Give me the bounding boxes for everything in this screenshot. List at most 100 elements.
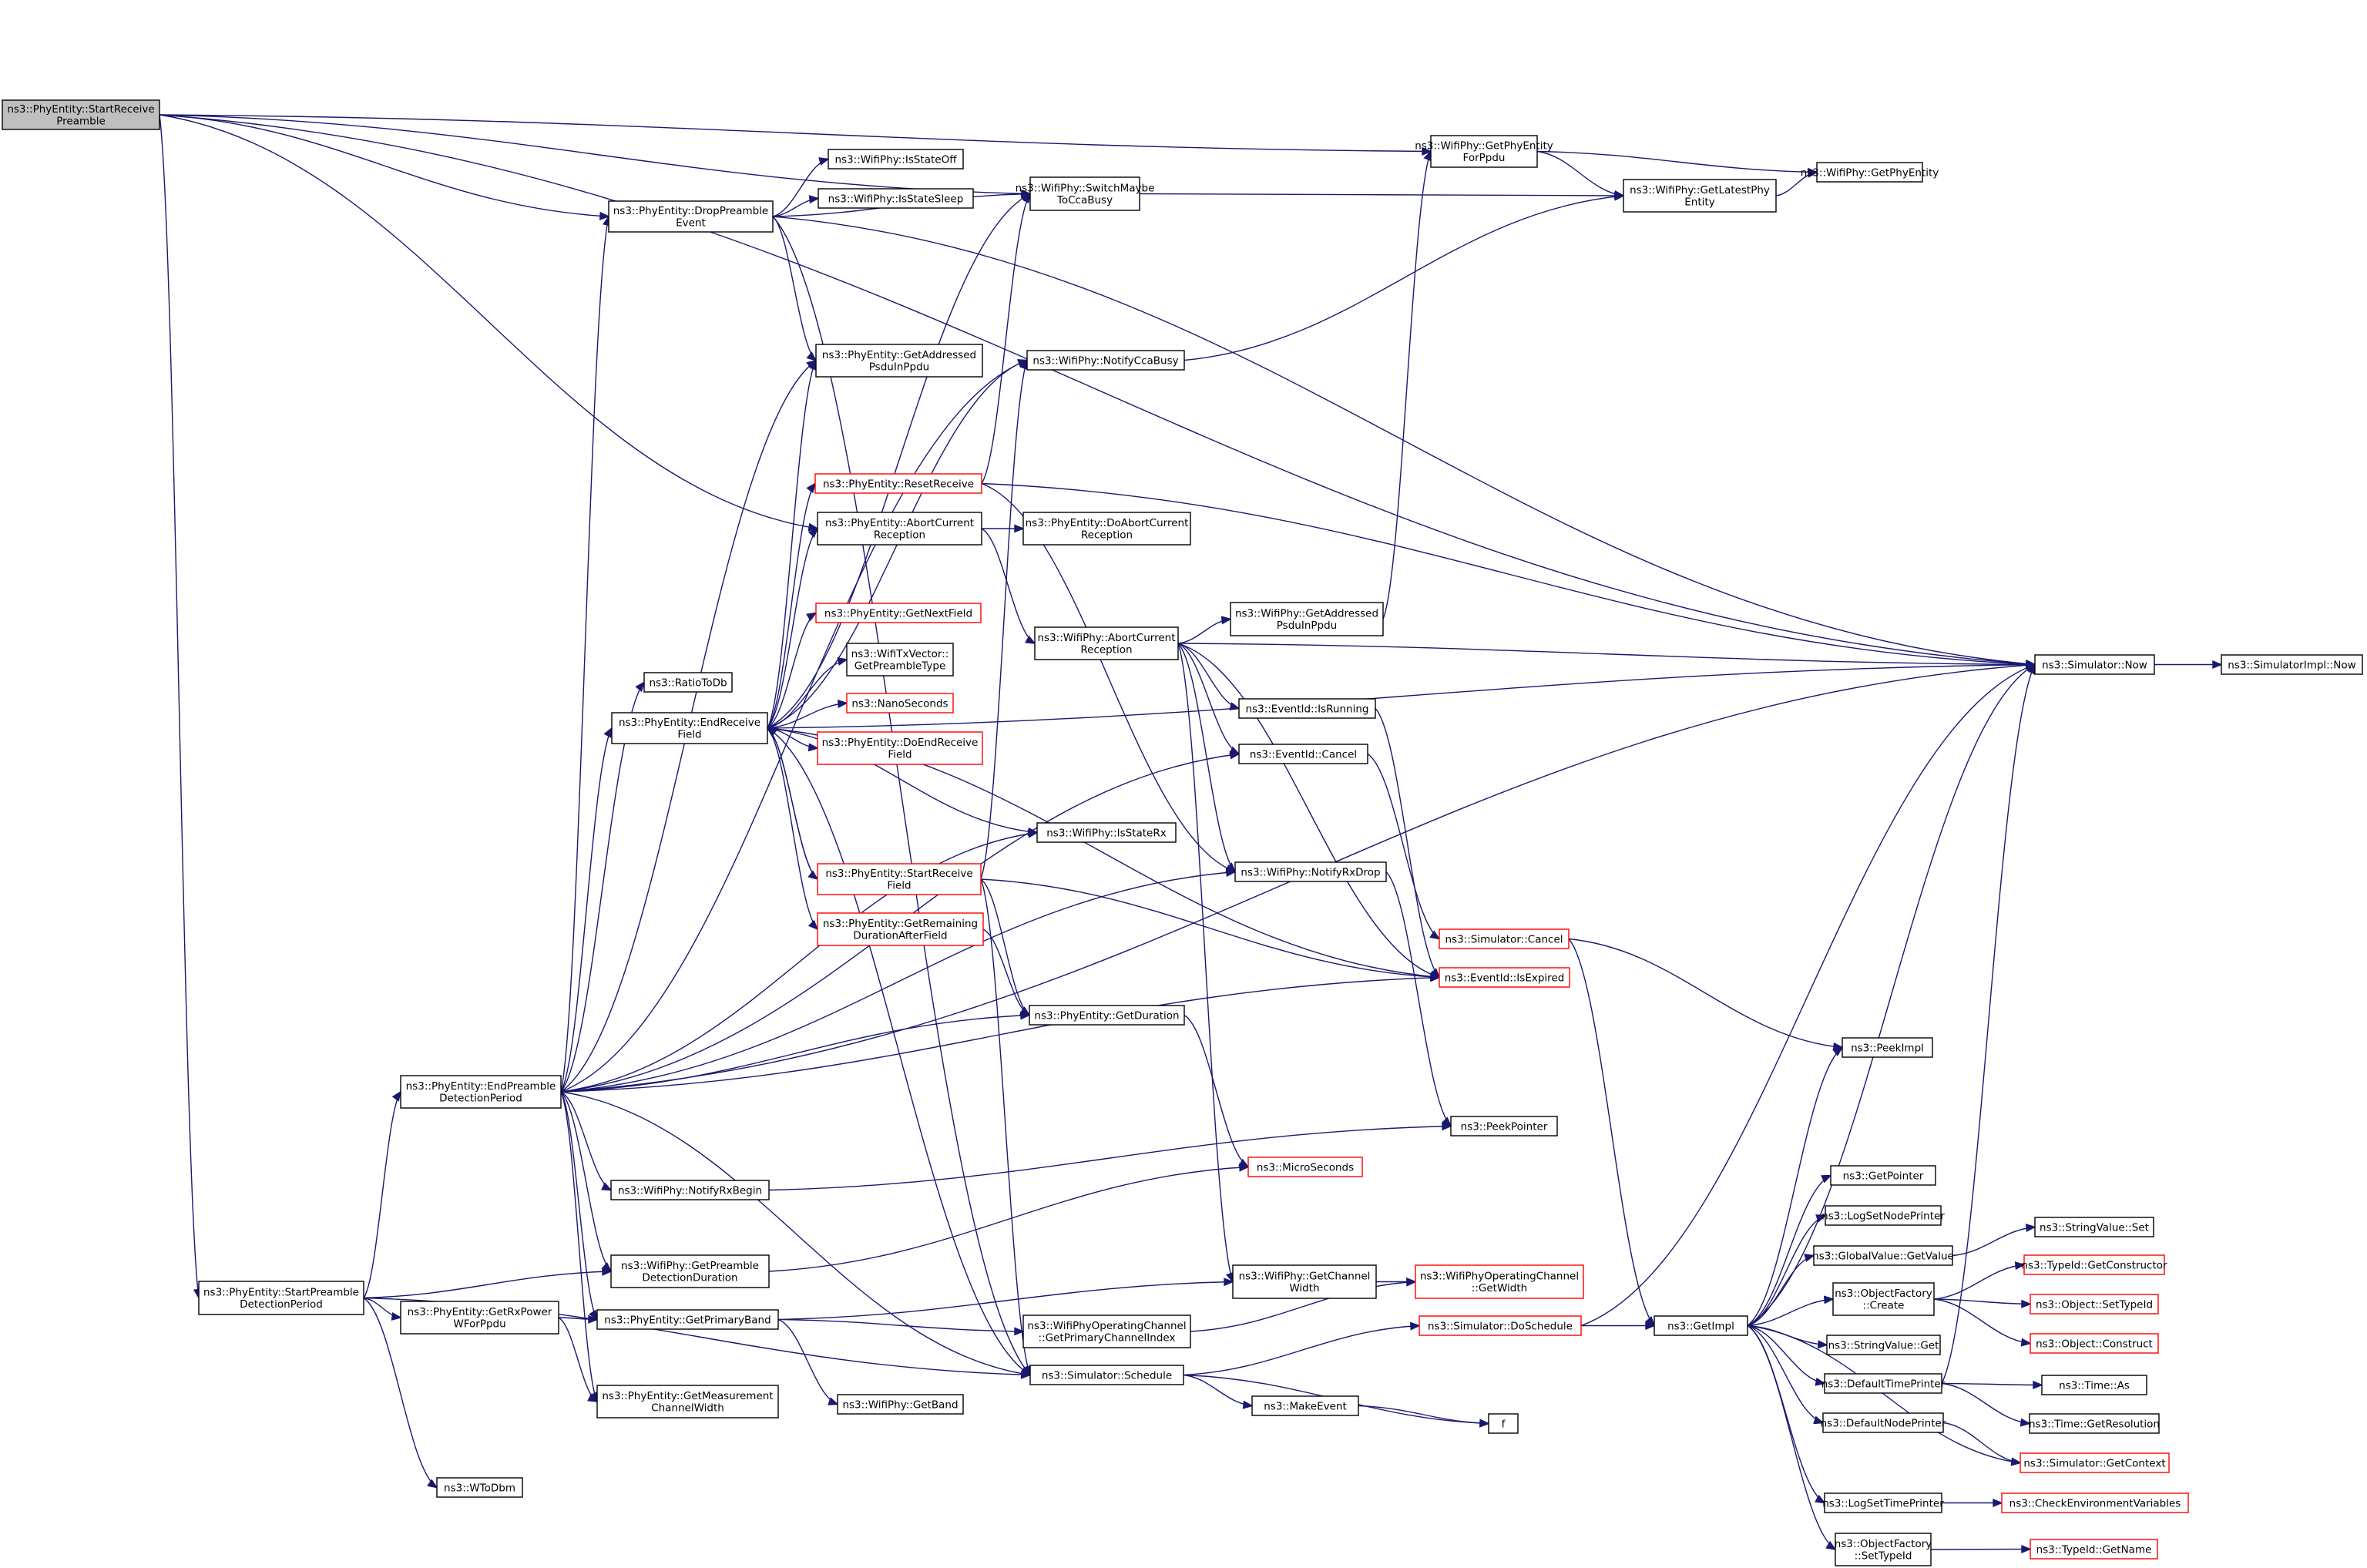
- node-peekpointer[interactable]: ns3::PeekPointer: [1450, 1116, 1558, 1137]
- node-checkenvironmentvariables[interactable]: ns3::CheckEnvironmentVariables: [2001, 1492, 2189, 1513]
- node-box: [1238, 698, 1376, 719]
- node-label: ns3::PeekPointer: [1461, 1120, 1548, 1133]
- node-eventid-isexpired[interactable]: ns3::EventId::IsExpired: [1439, 967, 1570, 988]
- node-getpointer[interactable]: ns3::GetPointer: [1830, 1165, 1936, 1186]
- node-box: [1623, 179, 1777, 213]
- node-wp-notifyccabusy[interactable]: ns3::WifiPhy::NotifyCcaBusy: [1026, 350, 1185, 371]
- node-object-construct[interactable]: ns3::Object::Construct: [2030, 1333, 2159, 1354]
- arrowhead-object_settypeid: [2021, 1299, 2032, 1308]
- node-pe-resetreceive[interactable]: ns3::PhyEntity::ResetReceive: [814, 473, 982, 494]
- node-label: ns3::ObjectFactory: [1835, 1288, 1932, 1300]
- node-wtodbm[interactable]: ns3::WToDbm: [436, 1477, 523, 1498]
- nodes-layer: ns3::PhyEntity::StartReceivePreamblens3:…: [2, 99, 2363, 1566]
- node-wp-isstaterx[interactable]: ns3::WifiPhy::IsStateRx: [1036, 822, 1177, 843]
- node-stringvalue-get[interactable]: ns3::StringValue::Get: [1826, 1335, 1941, 1355]
- node-logsettimeprinter[interactable]: ns3::LogSetTimePrinter: [1822, 1492, 1944, 1513]
- node-globalvalue-getvalue[interactable]: ns3::GlobalValue::GetValue: [1812, 1245, 1954, 1266]
- arrowhead-nanoseconds: [837, 699, 848, 708]
- edge-pe_endpreambledetectionperiod-to-pe_endreceivefield: [560, 727, 613, 1093]
- node-pe-getnextfield[interactable]: ns3::PhyEntity::GetNextField: [815, 603, 982, 623]
- node-time-as[interactable]: ns3::Time::As: [2041, 1375, 2147, 1395]
- node-getimpl[interactable]: ns3::GetImpl: [1654, 1315, 1748, 1336]
- arrowhead-txv_getpreambletype: [837, 657, 848, 666]
- node-label: ns3::PhyEntity::GetDuration: [1034, 1009, 1179, 1022]
- node-pe-endpreambledetectionperiod[interactable]: ns3::PhyEntity::EndPreambleDetectionPeri…: [400, 1075, 562, 1109]
- node-label: Event: [676, 217, 706, 230]
- node-box: [1654, 1315, 1748, 1336]
- node-sim-cancel[interactable]: ns3::Simulator::Cancel: [1439, 928, 1570, 949]
- arrowhead-pe_getduration: [1020, 1011, 1031, 1020]
- node-wpoc-getwidth[interactable]: ns3::WifiPhyOperatingChannel::GetWidth: [1415, 1264, 1584, 1299]
- node-box: [1450, 1116, 1558, 1137]
- node-label: ns3::StringValue::Get: [1828, 1339, 1939, 1351]
- node-pe-getremainingdurationafterfield[interactable]: ns3::PhyEntity::GetRemainingDurationAfte…: [817, 912, 984, 946]
- node-wp-getband[interactable]: ns3::WifiPhy::GetBand: [837, 1394, 964, 1415]
- node-time-getresolution[interactable]: ns3::Time::GetResolution: [2029, 1413, 2160, 1434]
- node-pe-getprimaryband[interactable]: ns3::PhyEntity::GetPrimaryBand: [596, 1309, 779, 1330]
- node-wp-notifyrxdrop[interactable]: ns3::WifiPhy::NotifyRxDrop: [1234, 861, 1387, 882]
- node-label: ns3::Object::Construct: [2036, 1338, 2153, 1350]
- arrowhead-wp_notifyrxbegin: [601, 1182, 613, 1191]
- node-logsetnodeprinter[interactable]: ns3::LogSetNodePrinter: [1821, 1205, 1945, 1226]
- node-sim-doschedule[interactable]: ns3::Simulator::DoSchedule: [1419, 1315, 1582, 1336]
- node-stringvalue-set[interactable]: ns3::StringValue::Set: [2034, 1217, 2154, 1237]
- node-pe-startpreambledetectionperiod[interactable]: ns3::PhyEntity::StartPreambleDetectionPe…: [198, 1281, 364, 1315]
- node-box: [2, 99, 160, 130]
- node-label: GetPreambleType: [854, 660, 946, 673]
- node-box: [1813, 1245, 1953, 1266]
- arrowhead-sim_cancel: [1429, 930, 1441, 940]
- node-defaulttimeprinter[interactable]: ns3::DefaultTimePrinter: [1821, 1373, 1946, 1394]
- node-microseconds[interactable]: ns3::MicroSeconds: [1247, 1157, 1363, 1177]
- node-pe-getmeasurementchannelwidth[interactable]: ns3::PhyEntity::GetMeasurementChannelWid…: [596, 1385, 779, 1419]
- edge-defaulttimeprinter-to-sim_now: [1941, 664, 2036, 1384]
- node-typeid-getconstructor[interactable]: ns3::TypeId::GetConstructor: [2021, 1254, 2167, 1275]
- node-peekimpl[interactable]: ns3::PeekImpl: [1842, 1037, 1933, 1058]
- edge-objectfactory_create-to-object_settypeid: [1933, 1298, 2031, 1305]
- node-sim-now[interactable]: ns3::Simulator::Now: [2034, 654, 2155, 675]
- node-nanoseconds[interactable]: ns3::NanoSeconds: [846, 693, 954, 713]
- node-box: [817, 731, 983, 765]
- node-eventid-isrunning[interactable]: ns3::EventId::IsRunning: [1238, 698, 1376, 719]
- node-wp-getpreambledetectionduration[interactable]: ns3::WifiPhy::GetPreambleDetectionDurati…: [610, 1254, 770, 1288]
- node-pe-getduration[interactable]: ns3::PhyEntity::GetDuration: [1029, 1005, 1185, 1026]
- node-wp-getphyentity[interactable]: ns3::WifiPhy::GetPhyEntity: [1801, 162, 1939, 183]
- edge-pe_getduration-to-microseconds: [1184, 1014, 1249, 1168]
- node-wp-isstateoff[interactable]: ns3::WifiPhy::IsStateOff: [828, 149, 964, 170]
- node-simimpl-now[interactable]: ns3::SimulatorImpl::Now: [2221, 654, 2363, 675]
- arrowhead-pe_doabortcurrentreception: [1014, 524, 1025, 533]
- node-f[interactable]: f: [1488, 1413, 1519, 1434]
- node-wp-notifyrxbegin[interactable]: ns3::WifiPhy::NotifyRxBegin: [610, 1180, 770, 1200]
- node-defaultnodeprinter[interactable]: ns3::DefaultNodePrinter: [1821, 1412, 1946, 1433]
- node-makeevent[interactable]: ns3::MakeEvent: [1251, 1395, 1359, 1416]
- node-objectfactory-settypeid[interactable]: ns3::ObjectFactory::SetTypeId: [1835, 1533, 1932, 1566]
- node-box: [1822, 1412, 1944, 1433]
- node-objectfactory-create[interactable]: ns3::ObjectFactory::Create: [1832, 1282, 1935, 1316]
- node-ratiotodb[interactable]: ns3::RatioToDb: [643, 672, 733, 693]
- node-sim-schedule[interactable]: ns3::Simulator::Schedule: [1029, 1365, 1184, 1385]
- node-wp-isstatesleep[interactable]: ns3::WifiPhy::IsStateSleep: [818, 188, 974, 209]
- node-label: ns3::WifiPhy::IsStateOff: [834, 153, 957, 166]
- edge-pe_endpreambledetectionperiod-to-wp_getpreambledetectionduration: [560, 1091, 612, 1272]
- node-typeid-getname[interactable]: ns3::TypeId::GetName: [2030, 1539, 2158, 1560]
- node-label: ::SetTypeId: [1855, 1550, 1912, 1563]
- node-eventid-cancel[interactable]: ns3::EventId::Cancel: [1238, 744, 1368, 764]
- node-wpoc-getprimarychannelindex[interactable]: ns3::WifiPhyOperatingChannel::GetPrimary…: [1022, 1315, 1191, 1348]
- node-txv-getpreambletype[interactable]: ns3::WifiTxVector::GetPreambleType: [846, 643, 954, 677]
- node-object-settypeid[interactable]: ns3::Object::SetTypeId: [2030, 1294, 2159, 1315]
- node-sim-getcontext[interactable]: ns3::Simulator::GetContext: [2020, 1452, 2170, 1473]
